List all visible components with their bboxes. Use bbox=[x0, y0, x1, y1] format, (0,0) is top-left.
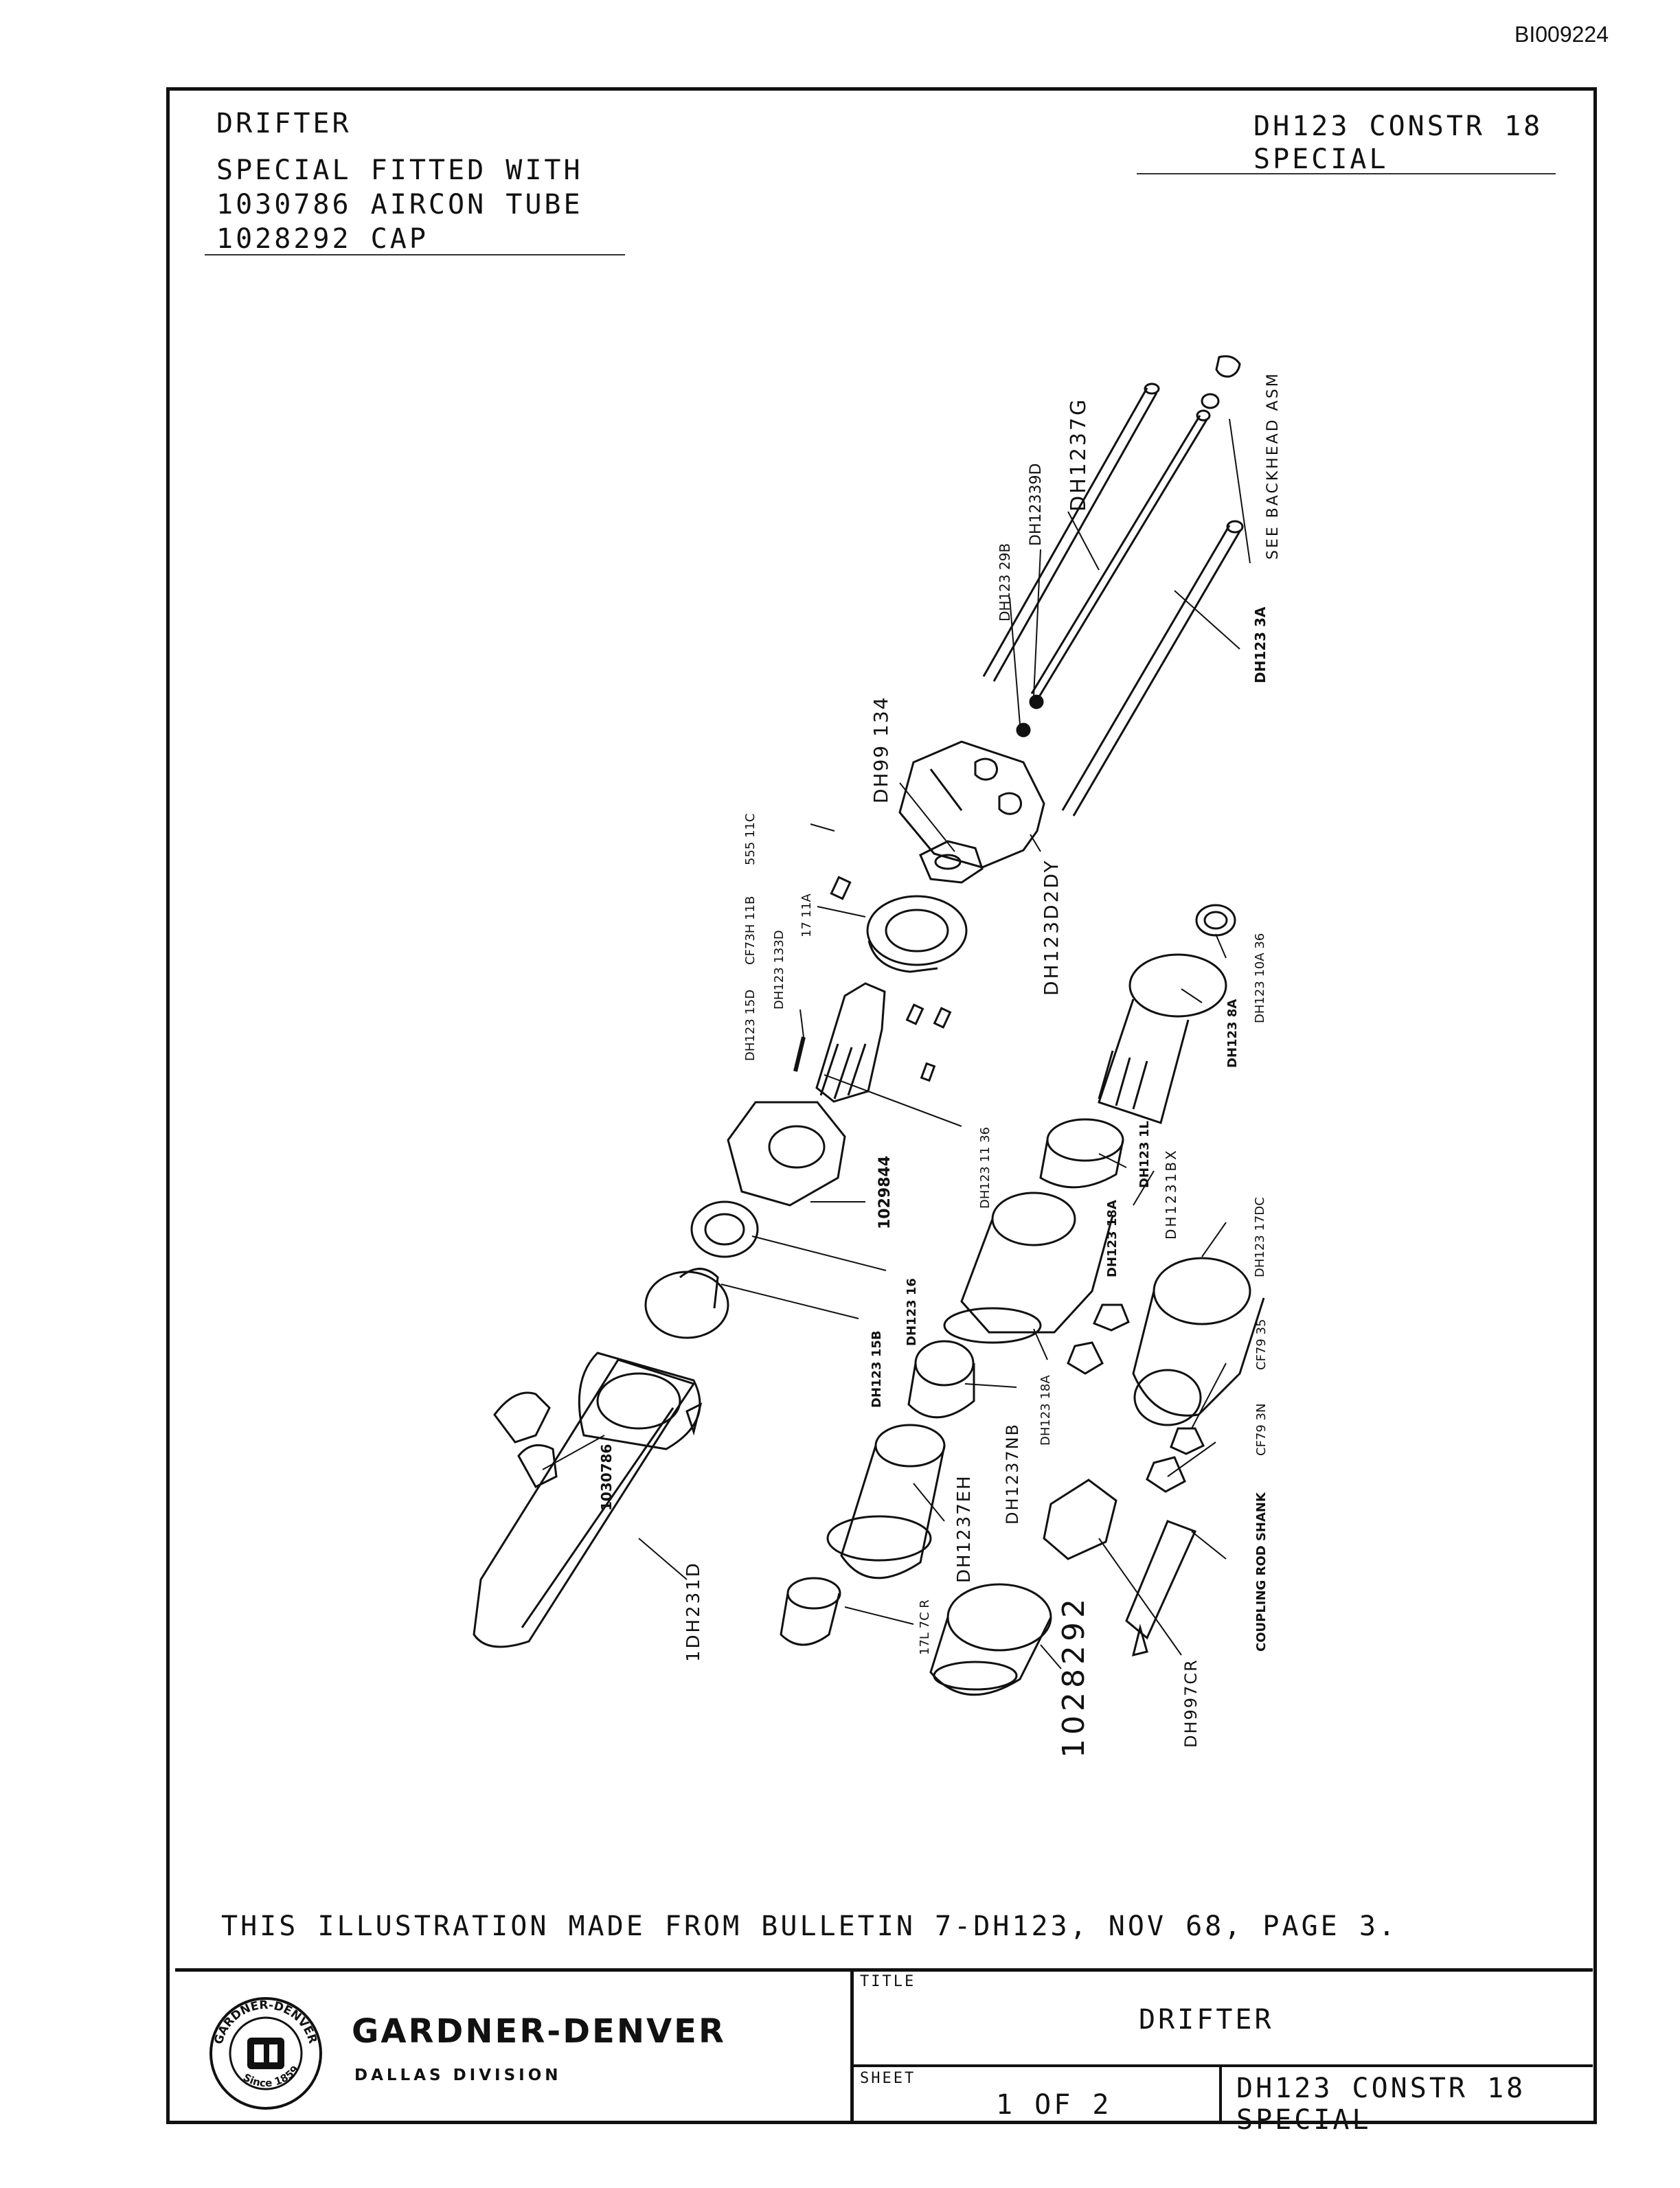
label-dh12317dc: DH123 17DC bbox=[1253, 1197, 1267, 1277]
part-dh997cr-shank bbox=[1043, 1479, 1197, 1657]
label-1711a: 17 11A bbox=[799, 893, 814, 937]
label-dh12315b: DH123 15B bbox=[870, 1330, 884, 1408]
sheet-field-value: 1 OF 2 bbox=[996, 2089, 1112, 2121]
part-dh12311-36-rifle-bar bbox=[815, 982, 886, 1103]
header-left-notes: DRIFTER SPECIAL FITTED WITH 1030786 AIRC… bbox=[216, 106, 583, 256]
part-dh1237nb bbox=[907, 1340, 975, 1419]
illustration-source-note: THIS ILLUSTRATION MADE FROM BULLETIN 7-D… bbox=[221, 1911, 1398, 1942]
part-dh12310a36 bbox=[1195, 904, 1236, 937]
part-cylinder-dh12318a bbox=[943, 1192, 1114, 1344]
label-dh1231l: DH123 1L bbox=[1137, 1121, 1152, 1188]
label-1dh231d: 1DH231D bbox=[683, 1561, 704, 1662]
part-pawls bbox=[830, 876, 952, 1082]
title-field-value: DRIFTER bbox=[1139, 2004, 1274, 2036]
label-1030786: 1030786 bbox=[598, 1444, 615, 1511]
part-dh12317dc bbox=[1132, 1257, 1265, 1426]
rod-dh12339d bbox=[1029, 409, 1211, 709]
label-see-backhead: SEE BACKHEAD ASM bbox=[1264, 372, 1282, 560]
label-17l7cr: 17L 7C R bbox=[918, 1599, 932, 1655]
label-dh1237eh: DH1237EH bbox=[954, 1474, 975, 1583]
sheet-field-label: SHEET bbox=[860, 2070, 916, 2087]
label-dh1237nb: DH1237NB bbox=[1003, 1423, 1022, 1525]
part-dh1238a-spline bbox=[1098, 953, 1227, 1124]
label-55511c: 555 11C bbox=[743, 813, 758, 865]
label-coupling-rod-shank: COUPLING ROD SHANK bbox=[1254, 1492, 1269, 1652]
model-line-1: DH123 CONSTR 18 bbox=[1236, 2073, 1526, 2104]
header-right-notes: DH123 CONSTR 18 SPECIAL bbox=[1253, 110, 1543, 176]
part-dh12315b bbox=[644, 1268, 729, 1339]
label-1028292: 1028292 bbox=[1056, 1595, 1091, 1758]
part-labels: DH1237G DH12339D DH123 29B SEE BACKHEAD … bbox=[598, 372, 1282, 1758]
label-dh12315d: DH123 15D bbox=[743, 990, 758, 1061]
company-name: GARDNER-DENVER bbox=[352, 2012, 726, 2051]
label-dh1238a: DH123 8A bbox=[1225, 999, 1240, 1068]
title-block bbox=[175, 1968, 1593, 2123]
seal-monogram-icon bbox=[247, 2038, 284, 2069]
part-dh1231l bbox=[1039, 1118, 1124, 1189]
small-ball-dh12329b bbox=[1016, 722, 1031, 738]
part-cf79-bushings bbox=[1067, 1303, 1205, 1493]
rod-dh1233a bbox=[1061, 520, 1244, 817]
document-id: BI009224 bbox=[1514, 22, 1609, 47]
title-field-label: TITLE bbox=[860, 1973, 916, 1990]
header-left-line-1: DRIFTER bbox=[216, 108, 352, 139]
label-dh99134: DH99 134 bbox=[870, 696, 892, 804]
gardner-denver-seal: GARDNER-DENVER Since 1859 bbox=[209, 1997, 322, 2110]
backhead-washer bbox=[1201, 355, 1241, 409]
part-dh12316 bbox=[690, 1200, 759, 1258]
header-left-line-3: 1030786 AIRCON TUBE bbox=[216, 189, 583, 220]
header-right-line-1: DH123 CONSTR 18 bbox=[1253, 111, 1543, 142]
label-dh12318a-upper: DH123 18A bbox=[1105, 1200, 1120, 1277]
drawing-frame bbox=[166, 87, 1597, 2124]
part-dh1237eh bbox=[826, 1424, 946, 1580]
header-left-underline bbox=[205, 254, 625, 255]
label-dh1233a: DH123 3A bbox=[1252, 606, 1269, 683]
part-dh99134 bbox=[919, 840, 984, 884]
part-dh123d2dy bbox=[898, 740, 1045, 869]
label-cf73h11b: CF73H 11B bbox=[743, 896, 758, 965]
header-left-line-2: SPECIAL FITTED WITH bbox=[216, 155, 583, 186]
label-dh12316: DH123 16 bbox=[905, 1278, 919, 1346]
label-dh1231136: DH123 11 36 bbox=[978, 1127, 992, 1209]
label-dh123133d: DH123 133D bbox=[772, 930, 786, 1010]
part-1028292-cap bbox=[929, 1583, 1052, 1696]
leader-lines bbox=[542, 418, 1251, 1670]
header-left-line-4: 1028292 CAP bbox=[216, 223, 429, 255]
title-block-divider-model bbox=[1219, 2064, 1222, 2121]
part-17l7cr-bushing bbox=[780, 1577, 841, 1646]
part-1dh231d-housing bbox=[473, 1352, 703, 1648]
model-line-2: SPECIAL bbox=[1236, 2104, 1372, 2136]
label-dh12310a36: DH123 10A 36 bbox=[1253, 933, 1267, 1023]
label-cf7935: CF79 35 bbox=[1254, 1319, 1269, 1370]
label-dh12329b: DH123 29B bbox=[997, 543, 1013, 622]
label-dh123d2dy: DH123D2DY bbox=[1040, 858, 1063, 996]
label-cf793n: CF79 3N bbox=[1254, 1404, 1269, 1456]
part-dh123133d-ratchet bbox=[866, 895, 968, 973]
label-dh12339d: DH12339D bbox=[1028, 464, 1045, 546]
title-block-divider-vertical bbox=[850, 1968, 854, 2121]
model-field: DH123 CONSTR 18 SPECIAL bbox=[1236, 2073, 1525, 2136]
header-right-underline bbox=[1137, 173, 1556, 174]
label-1029844: 1029844 bbox=[876, 1156, 894, 1229]
label-dh12318a-lower: DH123 18A bbox=[1038, 1375, 1053, 1446]
rod-dh1237g bbox=[982, 383, 1160, 682]
label-dh997cr: DH997CR bbox=[1181, 1659, 1201, 1748]
label-dh1231bx: DH1231BX bbox=[1163, 1148, 1179, 1240]
company-division: DALLAS DIVISION bbox=[354, 2066, 562, 2084]
part-1029844 bbox=[727, 1101, 846, 1207]
pin-dh12315d bbox=[793, 1036, 806, 1072]
header-right-line-2: SPECIAL bbox=[1253, 144, 1389, 175]
label-dh1237g: DH1237G bbox=[1067, 398, 1091, 512]
part-1030786-aircon-tube bbox=[493, 1391, 558, 1488]
